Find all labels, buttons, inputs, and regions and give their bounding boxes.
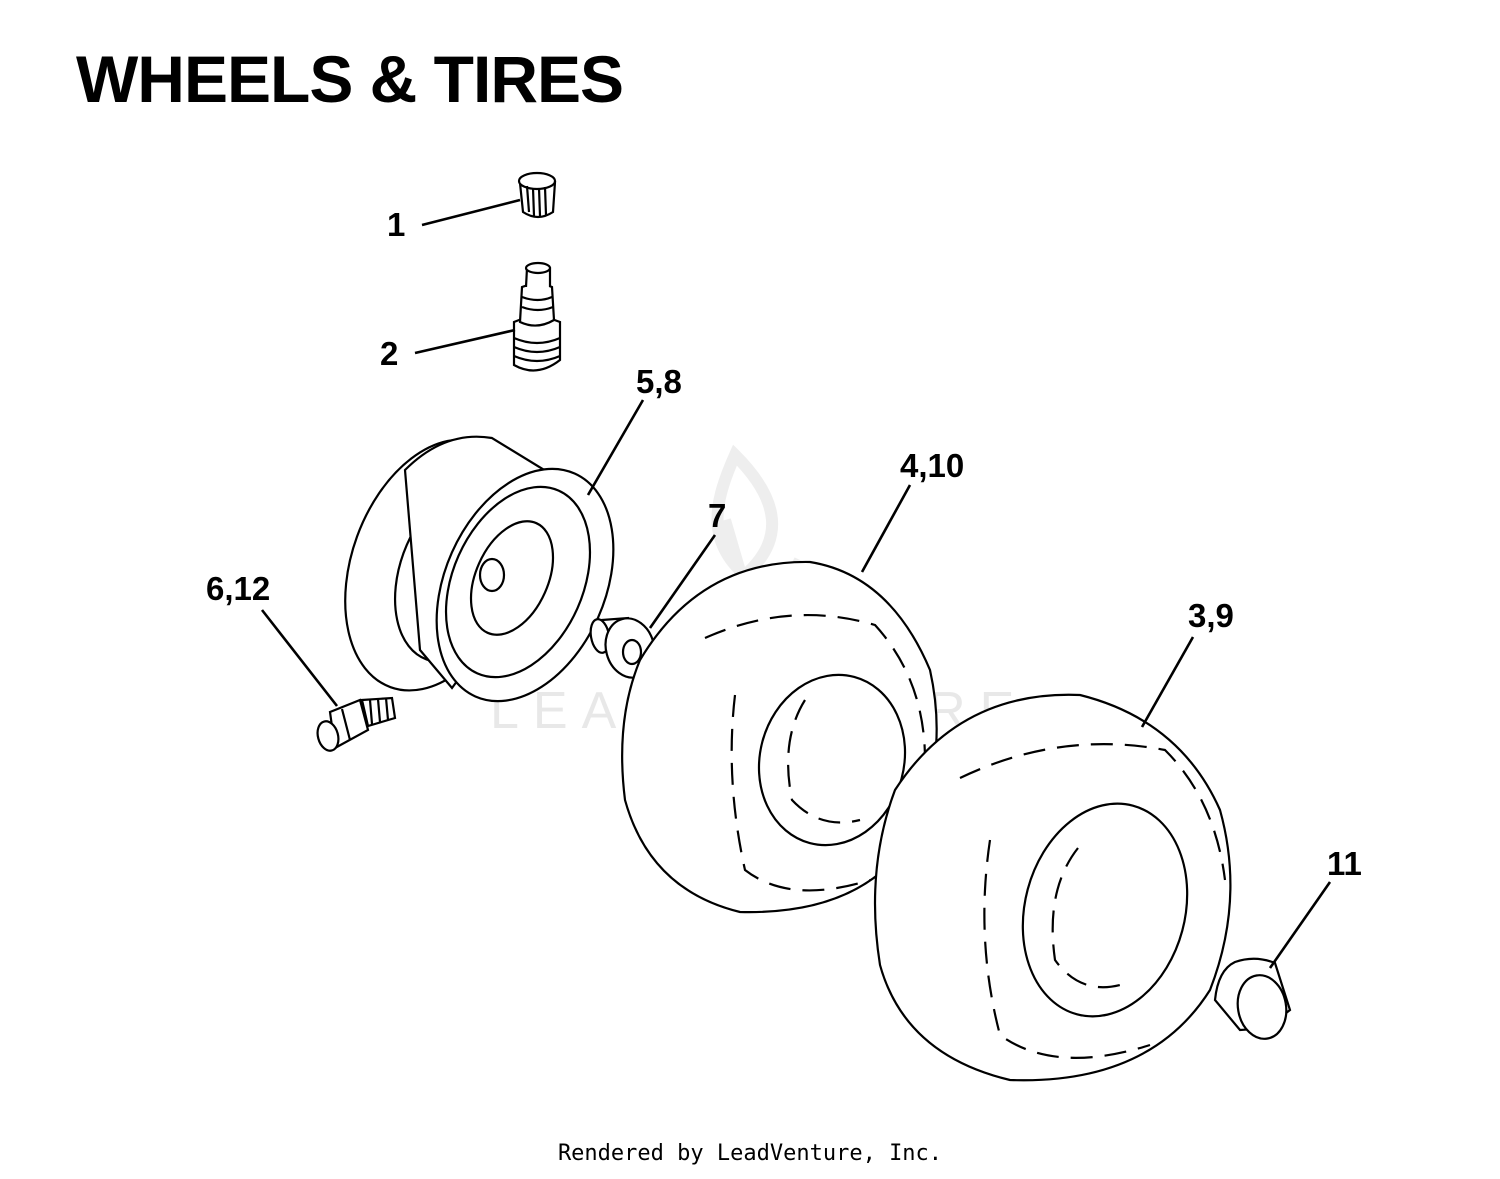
footer-credit: Rendered by LeadVenture, Inc. [557, 1141, 943, 1166]
hub-cap-part [1213, 957, 1292, 1040]
leader-line-5-8 [586, 399, 645, 496]
rear-tire-part [873, 693, 1232, 1082]
callout-1: 1 [387, 206, 405, 243]
callout-4-10: 4,10 [900, 447, 964, 484]
leader-line-4-10 [860, 484, 912, 573]
callout-7: 7 [708, 497, 726, 534]
callout-2: 2 [380, 335, 398, 372]
leader-lines [260, 198, 1332, 969]
diagram-title: WHEELS & TIRES [76, 42, 624, 116]
leader-line-7 [648, 534, 717, 629]
grease-fitting-part [316, 696, 397, 752]
callout-6-12: 6,12 [206, 570, 270, 607]
wheel-rim-part [344, 435, 615, 703]
valve-stem-part [512, 261, 562, 372]
front-tire-part [621, 560, 938, 914]
callout-11: 11 [1327, 845, 1362, 882]
leader-line-2 [414, 328, 516, 355]
leader-line-6-12 [260, 609, 339, 707]
leader-line-1 [421, 198, 521, 227]
valve-cap-part [517, 171, 557, 219]
callout-5-8: 5,8 [636, 363, 682, 400]
callout-labels: 1 2 5,8 4,10 7 6,12 3,9 11 [206, 206, 1362, 882]
callout-3-9: 3,9 [1188, 597, 1234, 634]
leader-line-11 [1268, 881, 1332, 969]
leader-line-3-9 [1140, 636, 1195, 728]
